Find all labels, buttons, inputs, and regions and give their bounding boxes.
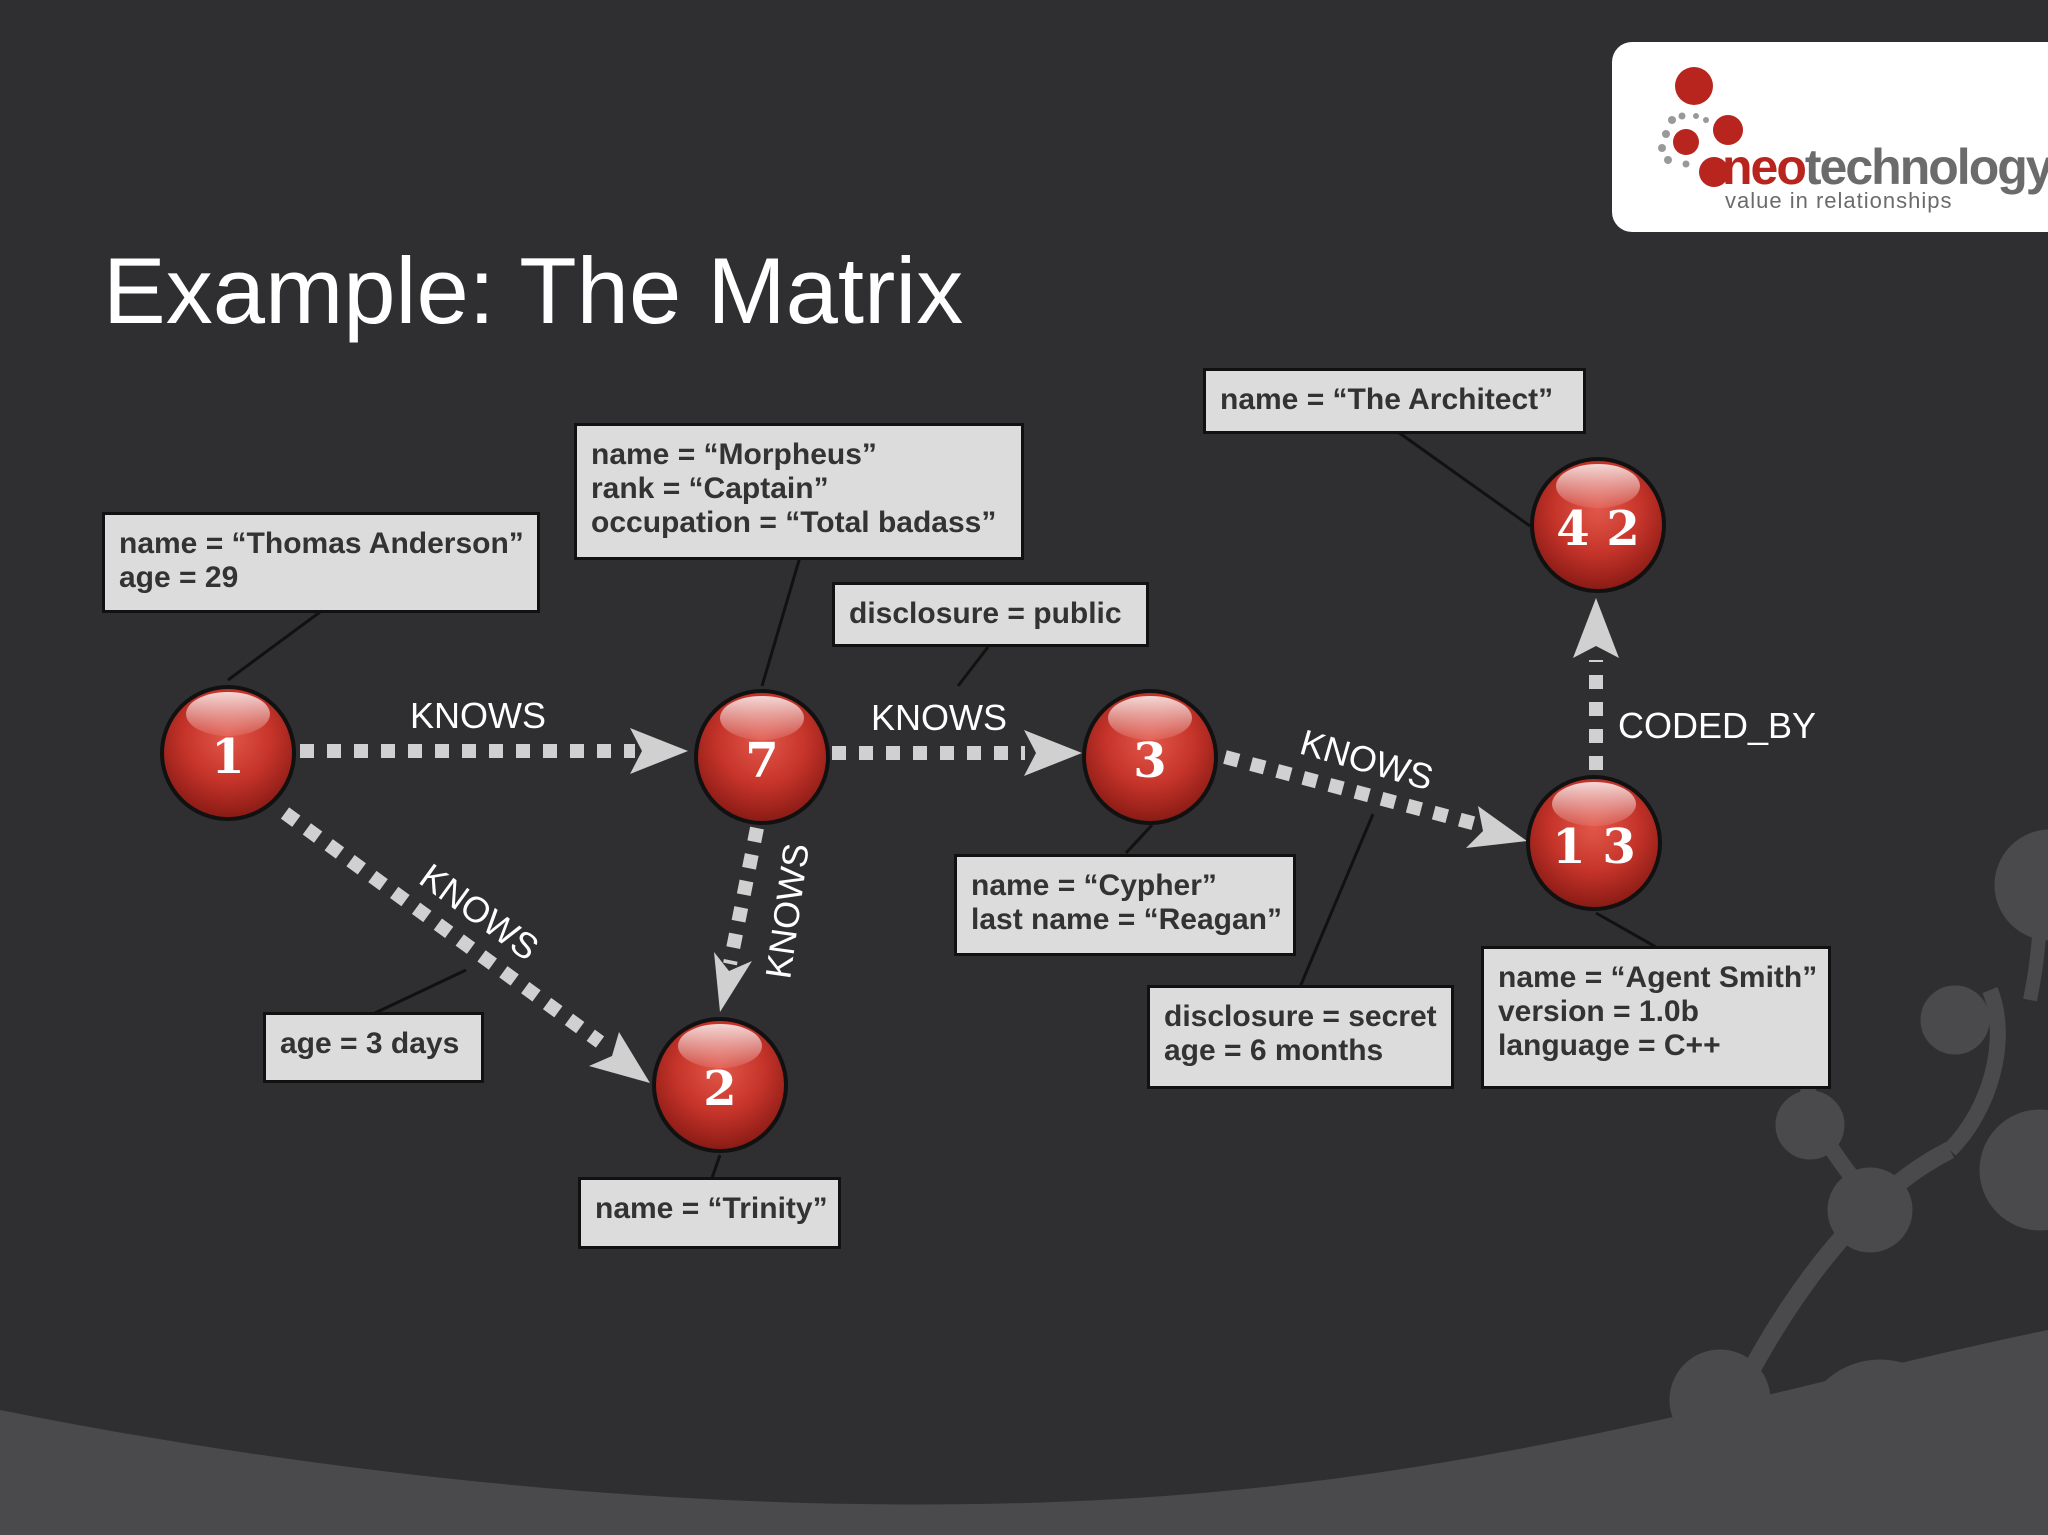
prop-line: name = “Trinity” xyxy=(595,1192,828,1225)
molecule-decoration xyxy=(1669,829,2048,1535)
props-agent-smith: name = “Agent Smith” version = 1.0b lang… xyxy=(1481,946,1831,1089)
arrow-heads xyxy=(589,598,1619,1083)
arrow-3-to-13 xyxy=(1223,750,1482,832)
prop-line: disclosure = public xyxy=(849,597,1122,630)
rel-label-1-7: KNOWS xyxy=(410,695,546,736)
arrowhead-13-to-42 xyxy=(1573,598,1619,658)
prop-line: name = “Cypher” xyxy=(971,869,1217,902)
prop-line: version = 1.0b xyxy=(1498,995,1699,1028)
node-2: 2 xyxy=(652,1017,788,1153)
logo-tagline: value in relationships xyxy=(1725,188,1953,213)
arrowhead-7-to-3 xyxy=(1024,730,1082,776)
prop-line: disclosure = secret xyxy=(1164,1000,1437,1033)
page-title: Example: The Matrix xyxy=(103,238,964,343)
prop-line: name = “Thomas Anderson” xyxy=(119,527,524,560)
prop-line: age = 6 months xyxy=(1164,1034,1384,1067)
prop-line: rank = “Captain” xyxy=(591,472,829,505)
arrowhead-1-to-2 xyxy=(589,1032,650,1083)
node-42: 4 2 xyxy=(1530,457,1666,593)
node-3: 3 xyxy=(1082,689,1218,825)
arrow-7-to-2 xyxy=(723,826,764,966)
rel-label-7-2: KNOWS xyxy=(757,841,817,981)
node-label-3: 3 xyxy=(1133,733,1166,789)
connector-lines xyxy=(227,430,1657,1179)
prop-line: last name = “Reagan” xyxy=(971,903,1282,936)
arrowhead-1-to-7 xyxy=(630,728,688,774)
props-the-architect: name = “The Architect” xyxy=(1203,368,1586,434)
props-morpheus: name = “Morpheus” rank = “Captain” occup… xyxy=(574,423,1024,560)
rel-label-13-42: CODED_BY xyxy=(1618,705,1816,746)
prop-line: name = “The Architect” xyxy=(1220,383,1554,416)
background-wave xyxy=(0,1330,2048,1535)
arrowhead-3-to-13 xyxy=(1466,806,1527,848)
logo-wordmark: neotechnology xyxy=(1722,142,2048,192)
arrowhead-7-to-2 xyxy=(714,952,752,1012)
logo-dots-icon xyxy=(1658,67,1743,187)
neotechnology-logo: neotechnology value in relationships xyxy=(1612,42,2048,232)
logo-neo: neo xyxy=(1722,139,1807,195)
props-trinity: name = “Trinity” xyxy=(578,1177,841,1249)
props-disclosure-public: disclosure = public xyxy=(832,582,1149,647)
rel-label-1-2: KNOWS xyxy=(412,855,546,968)
logo-technology: technology xyxy=(1804,139,2048,195)
props-thomas-anderson: name = “Thomas Anderson” age = 29 xyxy=(102,512,540,613)
prop-line: name = “Agent Smith” xyxy=(1498,961,1818,994)
node-label-2: 2 xyxy=(703,1061,736,1117)
node-label-42: 4 2 xyxy=(1556,501,1640,557)
prop-line: occupation = “Total badass” xyxy=(591,506,997,539)
node-label-7: 7 xyxy=(745,733,778,789)
props-disclosure-secret: disclosure = secret age = 6 months xyxy=(1147,985,1454,1089)
rel-label-3-13: KNOWS xyxy=(1296,721,1438,798)
prop-line: language = C++ xyxy=(1498,1029,1721,1062)
node-label-13: 1 3 xyxy=(1552,819,1636,875)
rel-label-7-3: KNOWS xyxy=(871,697,1007,738)
prop-line: name = “Morpheus” xyxy=(591,438,877,471)
arrow-1-to-2 xyxy=(280,807,605,1048)
prop-line: age = 29 xyxy=(119,561,239,594)
props-cypher: name = “Cypher” last name = “Reagan” xyxy=(954,854,1296,956)
node-label-1: 1 xyxy=(211,729,244,785)
relationship-arrows xyxy=(280,660,1603,1048)
node-1: 1 xyxy=(160,685,296,821)
node-7: 7 xyxy=(694,689,830,825)
props-age-3-days: age = 3 days xyxy=(263,1012,484,1083)
node-13: 1 3 xyxy=(1526,775,1662,911)
prop-line: age = 3 days xyxy=(280,1027,460,1060)
